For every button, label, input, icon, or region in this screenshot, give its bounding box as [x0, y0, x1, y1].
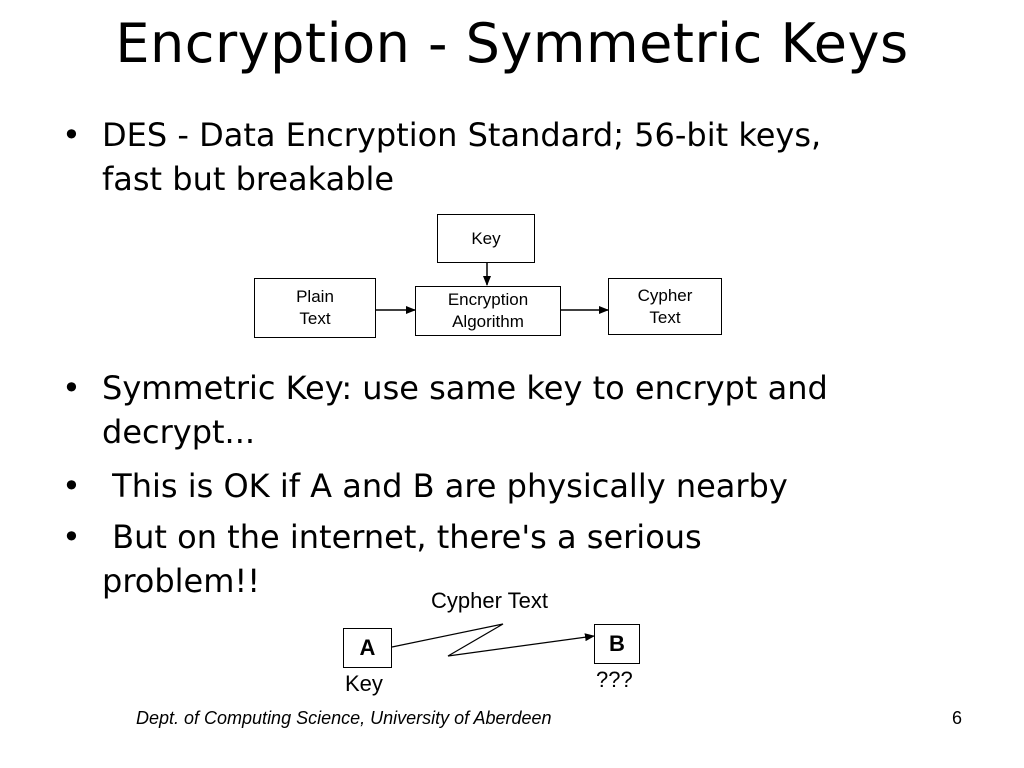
party-b-box: B	[594, 624, 640, 664]
plain-text-box: Plain Text	[254, 278, 376, 338]
plain-text-label-line1: Plain	[296, 287, 334, 306]
cypher-text-box: Cypher Text	[608, 278, 722, 335]
bullet-text: This is OK if A and B are physically nea…	[102, 467, 788, 505]
slide-title: Encryption - Symmetric Keys	[115, 12, 909, 75]
footer-department: Dept. of Computing Science, University o…	[136, 708, 552, 728]
bullet-marker: •	[62, 369, 81, 407]
bullet-marker: •	[62, 116, 81, 154]
bullet-marker: •	[62, 518, 81, 556]
plain-text-label-line2: Text	[299, 309, 331, 328]
channel-label: Cypher Text	[431, 588, 548, 613]
cypher-text-label-line2: Text	[649, 307, 681, 327]
bullet-marker: •	[62, 467, 81, 505]
bullet-text: DES - Data Encryption Standard; 56-bit k…	[102, 116, 822, 198]
party-a-caption: Key	[345, 671, 383, 696]
algorithm-label-line2: Algorithm	[452, 312, 524, 331]
bullet-text: But on the internet, there's a serious p…	[102, 518, 702, 600]
page-number: 6	[952, 708, 963, 728]
key-box-label: Key	[471, 228, 501, 248]
encryption-algorithm-box: Encryption Algorithm	[415, 286, 561, 336]
transmission-zigzag-arrow	[391, 623, 595, 657]
algorithm-label-line1: Encryption	[447, 290, 529, 309]
key-box: Key	[437, 214, 535, 263]
bullet-text: Symmetric Key: use same key to encrypt a…	[102, 369, 828, 451]
party-b-caption: ???	[596, 667, 633, 692]
party-a-box: A	[343, 628, 392, 668]
cypher-text-label-line1: Cypher	[637, 285, 693, 305]
